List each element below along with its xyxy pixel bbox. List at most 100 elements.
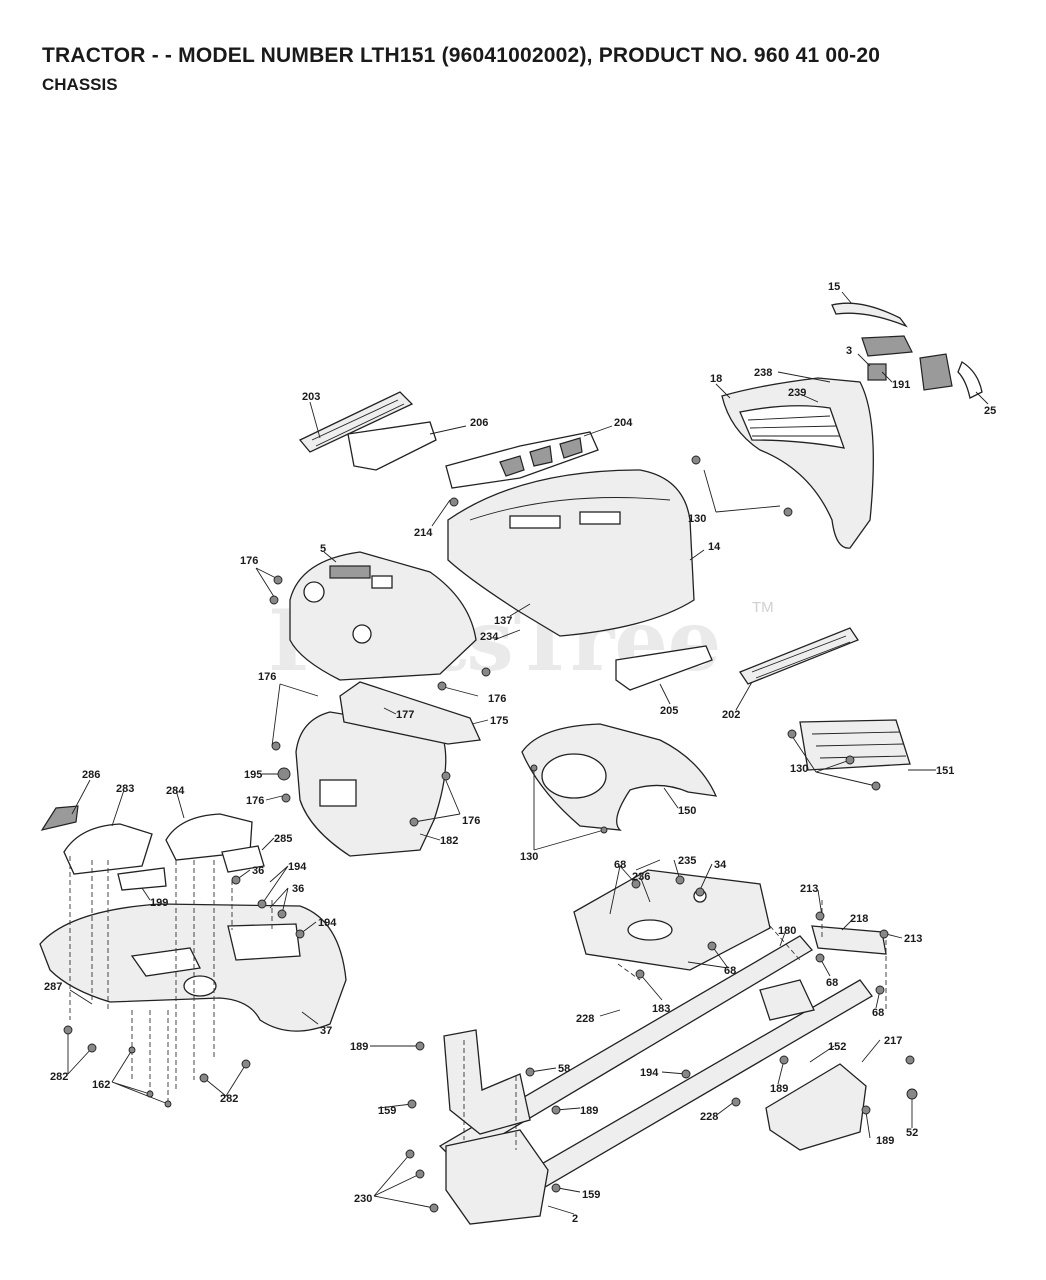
- callout-214: 214: [414, 527, 433, 539]
- part-58-front-bracket: [443, 1029, 531, 1135]
- callout-162: 162: [92, 1079, 110, 1091]
- part-5-dash: [289, 551, 477, 681]
- callout-68-b: 68: [724, 965, 736, 977]
- callout-36-b: 36: [292, 883, 304, 895]
- callout-230: 230: [354, 1193, 372, 1205]
- fender-assembly: [39, 805, 347, 1032]
- callout-18: 18: [710, 373, 722, 385]
- callout-183: 183: [652, 1003, 670, 1015]
- callout-2: 2: [572, 1213, 578, 1225]
- part-191-lens-left: [861, 335, 913, 357]
- callout-189-c: 189: [580, 1105, 598, 1117]
- part-199-plate: [117, 867, 167, 891]
- page-title: TRACTOR - - MODEL NUMBER LTH151 (9604100…: [42, 44, 881, 67]
- callout-217: 217: [884, 1035, 902, 1047]
- alignment-lines: [69, 856, 887, 1150]
- part-238-hood-front: [721, 377, 874, 549]
- callout-235: 235: [678, 855, 696, 867]
- callout-182: 182: [440, 835, 458, 847]
- callout-191: 191: [892, 379, 910, 391]
- hood-assembly: [298, 302, 983, 691]
- callout-15: 15: [828, 281, 840, 293]
- callout-68-a: 68: [614, 859, 626, 871]
- part-286-knob: [40, 805, 79, 831]
- callout-137: 137: [494, 615, 512, 627]
- callout-189-a: 189: [350, 1041, 368, 1053]
- callout-239: 239: [788, 387, 806, 399]
- callout-287: 287: [44, 981, 62, 993]
- callout-130-hood: 130: [688, 513, 706, 525]
- callout-130-bracket: 130: [790, 763, 808, 775]
- callout-195: 195: [244, 769, 262, 781]
- callout-52: 52: [906, 1127, 918, 1139]
- part-205-bracket: [615, 645, 713, 691]
- callout-151: 151: [936, 765, 954, 777]
- part-152-shield: [765, 1063, 867, 1151]
- callout-189-b: 189: [770, 1083, 788, 1095]
- callout-152: 152: [828, 1041, 846, 1053]
- callout-5: 5: [320, 543, 326, 555]
- callout-203: 203: [302, 391, 320, 403]
- callout-283: 283: [116, 783, 134, 795]
- callout-206: 206: [470, 417, 488, 429]
- callout-234: 234: [480, 631, 499, 643]
- hardware: [63, 455, 918, 1213]
- part-25-clip: [957, 361, 983, 399]
- callout-282-a: 282: [50, 1071, 68, 1083]
- callout-180: 180: [778, 925, 796, 937]
- part-150-cover: [521, 723, 718, 831]
- callout-68-d: 68: [872, 1007, 884, 1019]
- callout-202: 202: [722, 709, 740, 721]
- part-202-grille: [739, 627, 859, 685]
- part-2-axle-mount: [445, 1129, 549, 1225]
- callout-238: 238: [754, 367, 772, 379]
- callout-218: 218: [850, 913, 868, 925]
- callout-68-c: 68: [826, 977, 838, 989]
- callout-205: 205: [660, 705, 678, 717]
- callout-175: 175: [490, 715, 508, 727]
- callout-25: 25: [984, 405, 996, 417]
- callout-34: 34: [714, 859, 727, 871]
- callout-176-right: 176: [488, 693, 506, 705]
- callout-labels: 15 3 238 191 25 18 239 203 206 204 130 2…: [44, 281, 996, 1225]
- callout-194-b: 194: [318, 917, 337, 929]
- callout-58: 58: [558, 1063, 570, 1075]
- part-283-panel: [63, 823, 153, 875]
- part-285-cover: [221, 845, 265, 873]
- callout-176-mid: 176: [246, 795, 264, 807]
- frame-assembly: [438, 925, 887, 1225]
- part-175-bracket: [339, 681, 481, 745]
- callout-14: 14: [708, 541, 721, 553]
- callout-159-b: 159: [582, 1189, 600, 1201]
- part-191-lens-right: [919, 353, 953, 391]
- part-14-hood-body: [447, 469, 695, 637]
- part-284-panel: [165, 813, 253, 861]
- dash-assembly: [289, 551, 481, 857]
- callout-176-top: 176: [240, 555, 258, 567]
- callout-204: 204: [614, 417, 633, 429]
- callout-284: 284: [166, 785, 185, 797]
- callout-36-a: 36: [252, 865, 264, 877]
- callout-177: 177: [396, 709, 414, 721]
- callout-150: 150: [678, 805, 696, 817]
- callout-194-a: 194: [288, 861, 307, 873]
- callout-130-cover: 130: [520, 851, 538, 863]
- callout-228-b: 228: [700, 1111, 718, 1123]
- callout-176-left: 176: [258, 671, 276, 683]
- part-206-panel: [347, 421, 437, 471]
- page-subtitle: CHASSIS: [42, 75, 118, 94]
- watermark-tm: TM: [752, 599, 774, 616]
- callout-236: 236: [632, 871, 650, 883]
- callout-213-b: 213: [904, 933, 922, 945]
- callout-213-a: 213: [800, 883, 818, 895]
- callout-199: 199: [150, 897, 168, 909]
- callout-159-a: 159: [378, 1105, 396, 1117]
- part-218-crossmember: [811, 925, 887, 955]
- callout-194-c: 194: [640, 1067, 659, 1079]
- part-34-plate: [573, 869, 771, 971]
- callout-286: 286: [82, 769, 100, 781]
- callout-285: 285: [274, 833, 292, 845]
- part-15-strip: [831, 302, 908, 328]
- callout-37: 37: [320, 1025, 332, 1037]
